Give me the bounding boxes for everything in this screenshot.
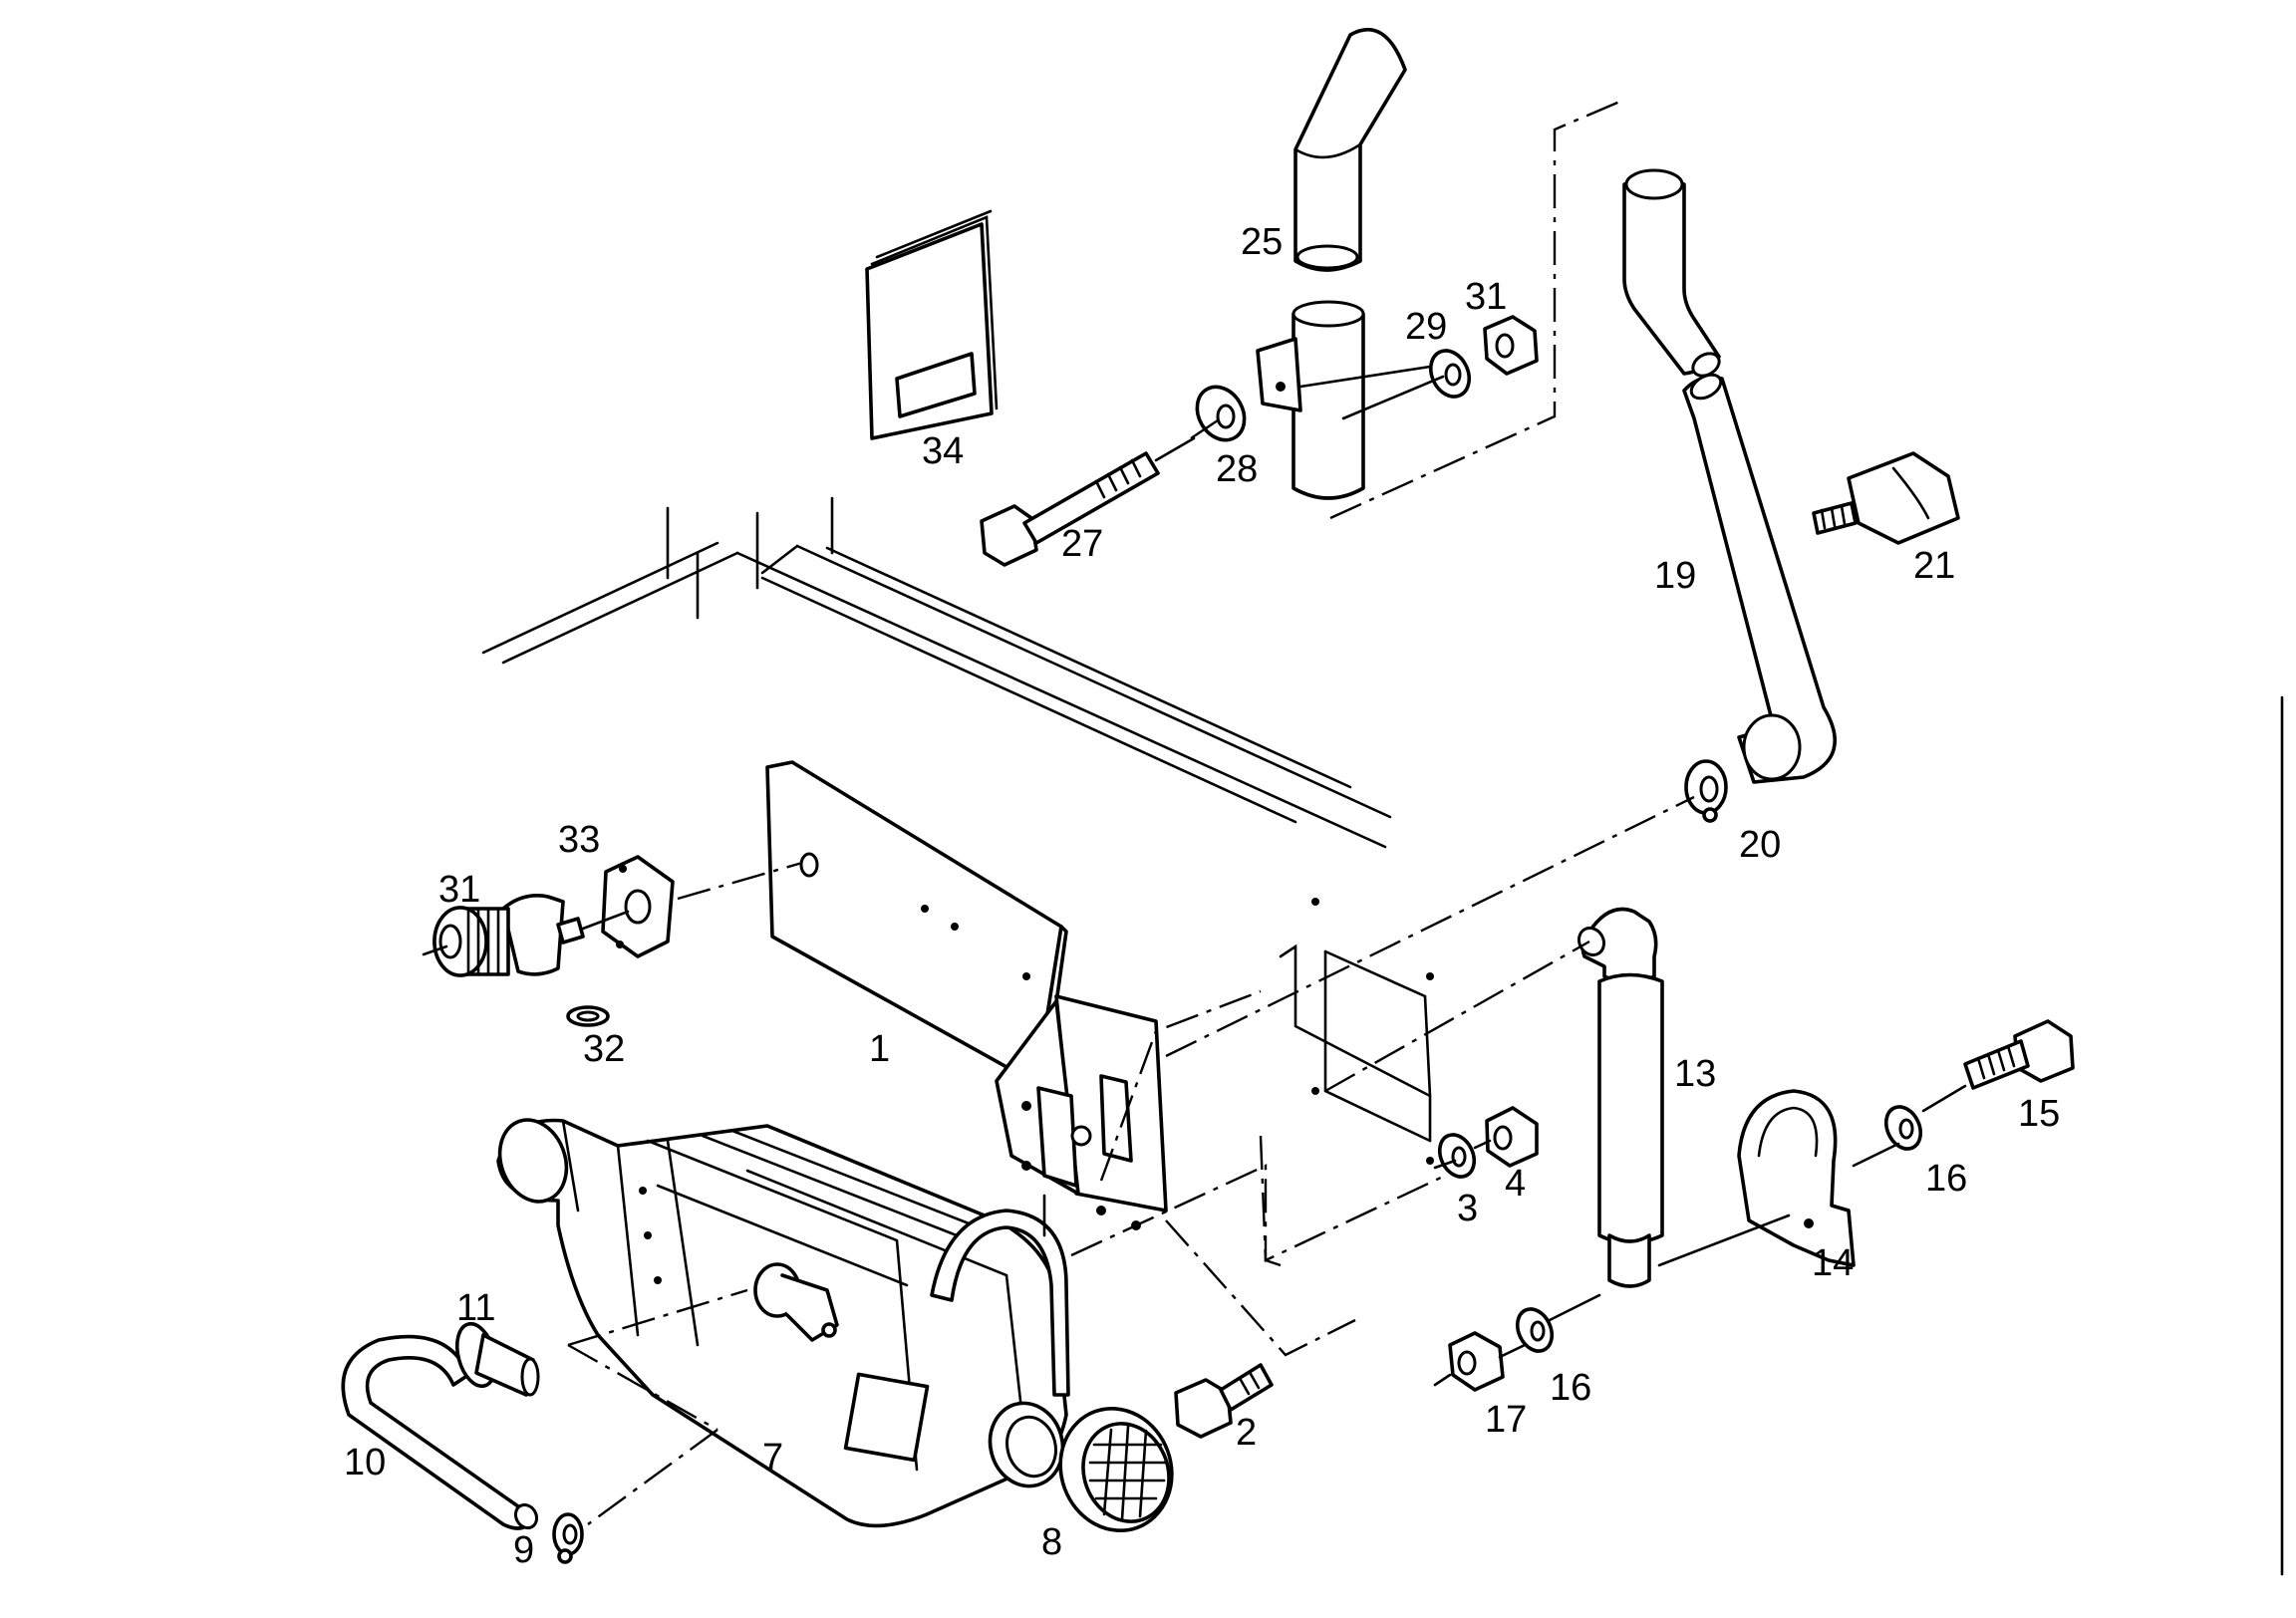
washer-3-icon [1437, 1133, 1477, 1179]
vehicle-body-outline [481, 496, 1392, 849]
callout-10: 10 [344, 1442, 386, 1483]
callout-15: 15 [2018, 1093, 2060, 1135]
mounting-block-21-icon [1812, 451, 1960, 545]
callout-labels: 25 31 29 34 28 27 19 21 20 33 31 32 1 13… [344, 221, 2060, 1571]
callout-21: 21 [1913, 545, 1955, 587]
callout-29: 31 [1465, 276, 1507, 318]
heater-unit-7-icon [496, 1118, 1070, 1528]
grille-cap-8-icon [1058, 1406, 1174, 1533]
nut-17-icon [1448, 1331, 1505, 1392]
callout-25: 25 [1241, 221, 1283, 263]
callout-17: 17 [1485, 1399, 1527, 1441]
callout-9: 9 [513, 1529, 534, 1571]
control-switch-31-icon [422, 894, 630, 977]
callout-1: 1 [869, 1028, 890, 1070]
clip-32-icon [566, 1005, 610, 1027]
pipe-clamp-14-icon [1737, 1089, 1856, 1267]
callout-11: 11 [456, 1287, 495, 1329]
exhaust-elbow-13-icon [1577, 907, 1664, 1288]
callout-4: 4 [1505, 1163, 1526, 1205]
bolt-long-icon [980, 436, 1196, 567]
callout-20: 20 [1739, 824, 1781, 866]
gasket-plate-33-icon [601, 855, 675, 958]
exhaust-tailpipe-icon [1293, 27, 1407, 272]
clamp-9-icon [552, 1512, 584, 1564]
nut-29-icon [1483, 315, 1539, 376]
nut-27-icon [1195, 385, 1247, 442]
bolt-15-icon [1963, 1019, 2075, 1090]
callout-16-lower: 16 [1550, 1367, 1591, 1409]
callout-16-upper: 16 [1925, 1158, 1967, 1200]
callout-14: 14 [1812, 1242, 1854, 1284]
callout-33: 33 [558, 819, 600, 861]
callout-13: 13 [1674, 1053, 1716, 1095]
fuel-line-10-icon [341, 1334, 539, 1530]
callout-34: 34 [922, 430, 964, 472]
hose-19-icon [1622, 168, 1837, 784]
callout-2: 2 [1236, 1412, 1257, 1454]
bolt-2-icon [1174, 1363, 1274, 1439]
callout-26: 27 [1061, 523, 1103, 565]
mounting-template-outline [1279, 898, 1434, 1165]
manual-booklet-icon [865, 209, 999, 440]
nut-4-icon [1485, 1106, 1539, 1168]
callout-19: 19 [1654, 555, 1696, 597]
washer-16-upper-icon [1883, 1105, 1923, 1151]
washer-28-icon [1298, 349, 1472, 399]
callout-31: 31 [438, 869, 480, 911]
callout-32: 32 [583, 1028, 625, 1070]
callout-8: 8 [1041, 1521, 1062, 1563]
washer-16-lower-icon [1515, 1307, 1555, 1353]
callout-27: 28 [1216, 448, 1258, 490]
exhaust-clamp-assembly [1256, 300, 1365, 500]
grommet-11-icon [454, 1321, 540, 1397]
callout-28: 29 [1405, 306, 1447, 348]
callout-3: 3 [1457, 1188, 1478, 1229]
assembly-leader-lines [567, 98, 1967, 1525]
mounting-plate-1-icon [765, 760, 1168, 1230]
hose-clamp-20-icon [1684, 759, 1728, 823]
callout-7: 7 [762, 1437, 783, 1479]
